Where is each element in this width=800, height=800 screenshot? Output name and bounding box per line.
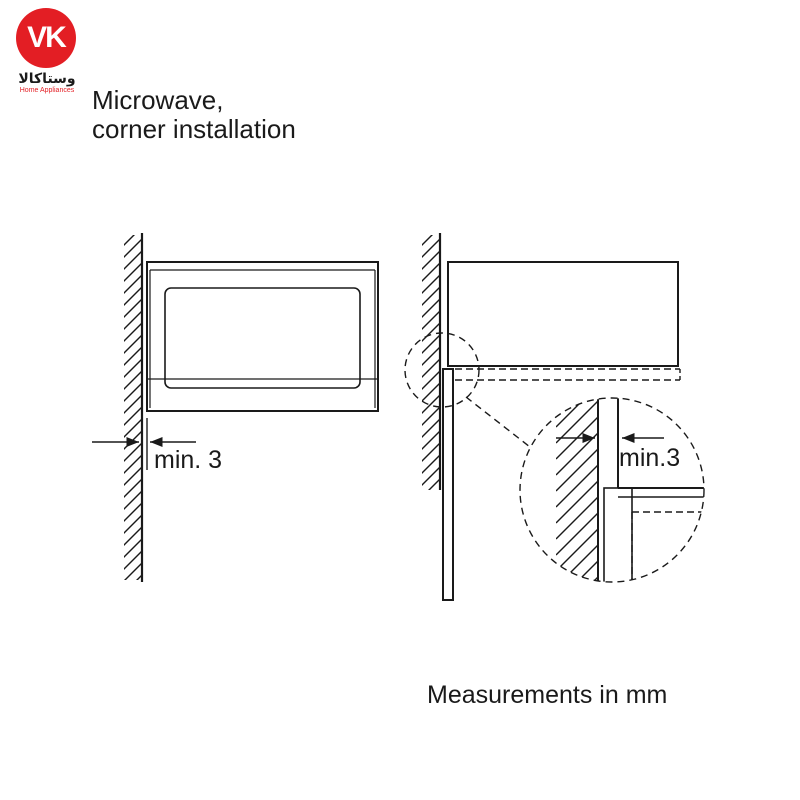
hatch-line: [422, 370, 440, 390]
hatch-line: [556, 576, 598, 582]
hatch-line: [422, 334, 440, 354]
upper-cabinet: [447, 261, 679, 367]
detail-marker-circle: [404, 332, 480, 408]
hatch-line: [422, 382, 440, 402]
hatch-line: [124, 274, 142, 294]
front-view-dimension-label: min. 3: [154, 446, 222, 474]
hatch-line: [124, 370, 142, 390]
hatch-line: [124, 262, 142, 282]
title-line-1: Microwave,: [92, 85, 224, 115]
hatch-line: [124, 502, 142, 522]
hatch-line: [124, 358, 142, 378]
detail-view-dimension-label: min.3: [619, 444, 680, 472]
hatch-line: [556, 480, 598, 524]
hatch-line: [556, 496, 598, 540]
hatch-line: [124, 286, 142, 306]
hatch-line: [422, 454, 440, 474]
hatch-line: [556, 528, 598, 572]
hatch-line: [136, 574, 142, 580]
hatch-line: [122, 587, 142, 607]
hatch-line: [124, 442, 142, 462]
hatch-line: [124, 454, 142, 474]
hatch-line: [422, 250, 440, 270]
hatch-line: [422, 298, 440, 318]
cabinet-side-panel: [442, 368, 454, 601]
hatch-line: [124, 538, 142, 558]
hatch-line: [124, 514, 142, 534]
side-view: min.3: [404, 215, 705, 635]
brand-name: وستاکالا: [18, 70, 76, 86]
hatch-line: [556, 512, 598, 556]
hatch-line: [124, 334, 142, 354]
page-title: Microwave, corner installation: [92, 86, 296, 144]
hatch-line: [124, 238, 142, 258]
hatch-line: [124, 382, 142, 402]
hatch-line: [422, 322, 440, 342]
hatch-line: [124, 394, 142, 414]
hatch-line: [556, 593, 598, 635]
hatch-line: [124, 490, 142, 510]
right-wall-hatching: [420, 215, 440, 511]
hatch-line: [556, 464, 598, 508]
hatch-line: [124, 466, 142, 486]
detail-leader-top: [465, 396, 531, 448]
hatch-line: [422, 394, 440, 414]
hatch-line: [422, 406, 440, 426]
hatch-line: [422, 274, 440, 294]
hatch-line: [422, 235, 433, 246]
hatch-line: [124, 235, 135, 246]
hatch-line: [124, 430, 142, 450]
hatch-line: [556, 448, 598, 492]
left-wall-hatching: [122, 215, 142, 607]
hatch-line: [422, 466, 440, 486]
hatch-line: [556, 560, 598, 582]
hatch-line: [422, 442, 440, 462]
hatch-line: [124, 562, 142, 580]
hatch-line: [422, 310, 440, 330]
hatch-line: [124, 298, 142, 318]
hatch-line: [556, 353, 598, 395]
title-line-2: corner installation: [92, 114, 296, 144]
hatch-line: [124, 250, 142, 270]
hatch-line: [124, 526, 142, 546]
hatch-line: [124, 322, 142, 342]
hatch-line: [556, 398, 598, 428]
measurement-unit-note: Measurements in mm: [427, 681, 668, 709]
hatch-line: [422, 262, 440, 282]
hatch-line: [422, 430, 440, 450]
brand-logo: VK وستاکالا Home Appliances: [14, 8, 80, 94]
hatch-line: [124, 406, 142, 426]
microwave-front: [146, 261, 379, 412]
hatch-line: [422, 358, 440, 378]
hatch-line: [420, 491, 440, 511]
hatch-line: [422, 418, 440, 438]
front-gap-dimension: [92, 418, 196, 470]
detail-enlargement: min.3: [519, 353, 705, 635]
hatch-line: [428, 478, 440, 490]
front-view: min. 3: [92, 215, 379, 607]
hatch-line: [422, 238, 440, 258]
hatch-line: [124, 346, 142, 366]
hatch-line: [122, 215, 142, 235]
hatch-line: [124, 310, 142, 330]
brand-monogram: VK: [16, 8, 76, 68]
hatch-line: [422, 346, 440, 366]
hatch-line: [124, 478, 142, 498]
hatch-line: [422, 286, 440, 306]
hatch-line: [124, 550, 142, 570]
hatch-line: [420, 215, 440, 235]
hatch-line: [124, 418, 142, 438]
brand-tagline: Home Appliances: [19, 87, 75, 94]
hatch-line: [556, 400, 598, 444]
